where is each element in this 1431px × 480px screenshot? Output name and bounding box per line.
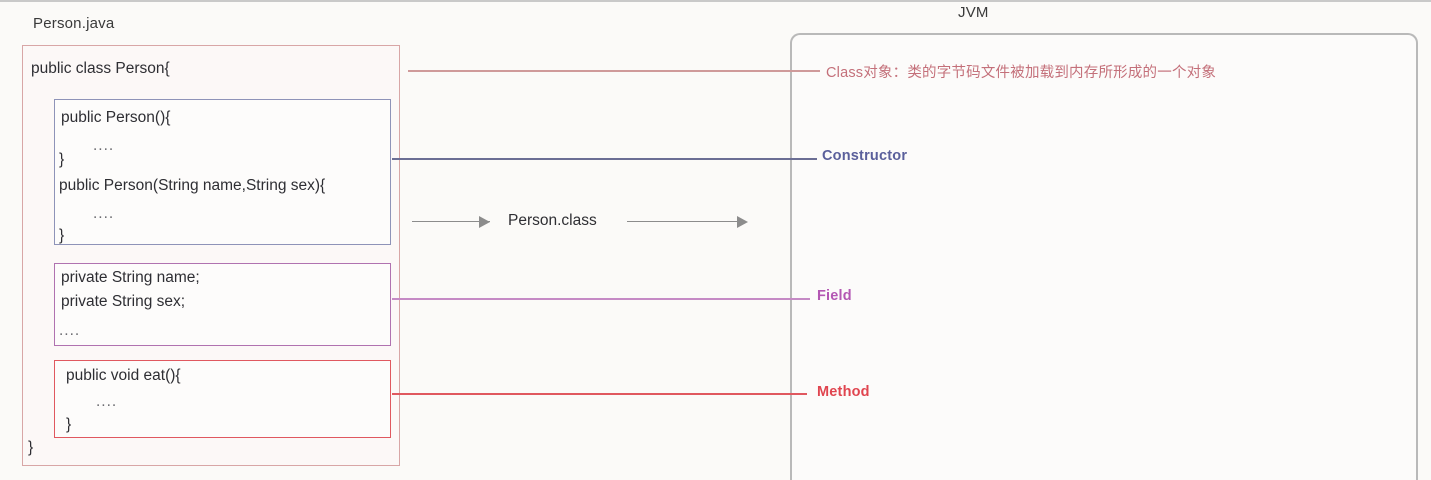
page-top-rule bbox=[0, 0, 1431, 2]
method-line-2-ellipsis: .... bbox=[96, 393, 118, 410]
connector-line-field bbox=[392, 298, 810, 300]
constructor-line-4: public Person(String name,String sex){ bbox=[59, 177, 326, 194]
connector-line-constructor bbox=[392, 158, 817, 160]
compile-arrow-left-line bbox=[412, 221, 490, 223]
constructor-line-2-ellipsis: .... bbox=[93, 137, 115, 154]
load-arrow-right-line bbox=[627, 221, 745, 223]
method-line-3: } bbox=[66, 416, 72, 433]
connector-line-method bbox=[392, 393, 807, 395]
constructor-line-5-ellipsis: .... bbox=[93, 205, 115, 222]
person-java-caption: Person.java bbox=[33, 15, 115, 32]
constructor-block-box bbox=[54, 99, 391, 245]
constructor-line-1: public Person(){ bbox=[61, 109, 171, 126]
method-block-box bbox=[54, 360, 391, 438]
jvm-box bbox=[790, 33, 1418, 480]
jvm-label-method: Method bbox=[817, 384, 870, 400]
field-line-2: private String sex; bbox=[61, 293, 186, 310]
connector-line-class bbox=[408, 70, 820, 72]
jvm-label-field: Field bbox=[817, 288, 852, 304]
field-block-box bbox=[54, 263, 391, 346]
method-line-1: public void eat(){ bbox=[66, 367, 181, 384]
class-closing-brace: } bbox=[28, 439, 34, 456]
field-line-3-ellipsis: .... bbox=[59, 322, 81, 339]
compile-arrow-left-head-icon bbox=[479, 216, 490, 228]
class-declaration-text: public class Person{ bbox=[31, 60, 170, 77]
constructor-line-6: } bbox=[59, 227, 65, 244]
field-line-1: private String name; bbox=[61, 269, 200, 286]
load-arrow-right-head-icon bbox=[737, 216, 748, 228]
jvm-caption: JVM bbox=[958, 4, 989, 21]
person-class-artifact-label: Person.class bbox=[508, 212, 597, 229]
jvm-label-constructor: Constructor bbox=[822, 148, 908, 164]
constructor-line-3: } bbox=[59, 151, 65, 168]
jvm-label-class-object: Class对象：类的字节码文件被加载到内存所形成的一个对象 bbox=[826, 65, 1217, 81]
